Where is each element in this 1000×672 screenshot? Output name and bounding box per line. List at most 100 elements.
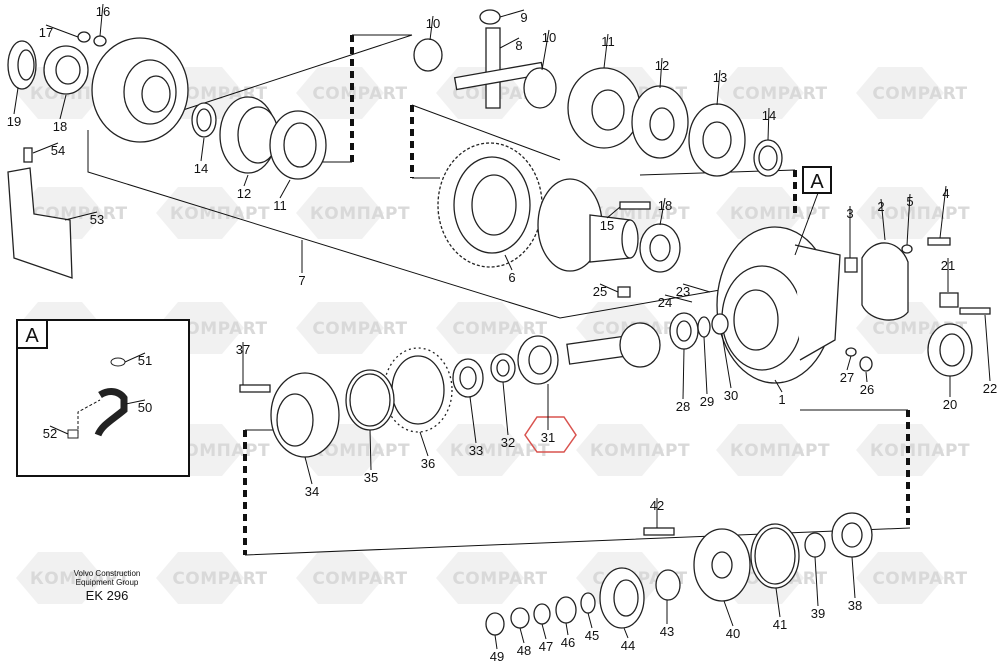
watermark-tile: КОМПАРТ: [156, 187, 270, 239]
callout-number: 23: [676, 284, 690, 299]
part-40-flange: [693, 528, 751, 602]
callout-number: 48: [517, 643, 531, 658]
callout-27: 27: [840, 355, 854, 385]
callout-number: 50: [138, 400, 152, 415]
part-14-ring: [753, 139, 783, 177]
callout-number: 12: [237, 186, 251, 201]
part-2-bearing-cap: [861, 242, 909, 321]
callout-38: 38: [848, 556, 862, 613]
leader-line: [865, 371, 868, 383]
callout-12: 12: [237, 174, 251, 201]
watermark-text: КОМПАРТ: [730, 441, 830, 461]
leader-line: [851, 556, 856, 599]
callout-number: 37: [236, 342, 250, 357]
callout-3: 3: [846, 206, 854, 258]
part-36-gasket: [383, 347, 453, 433]
leader-line: [599, 283, 619, 293]
part-39-washer: [804, 532, 826, 558]
part-32-cup: [490, 353, 516, 383]
callout-number: 13: [713, 70, 727, 85]
leader-line: [939, 185, 947, 239]
caption: Volvo Construction Equipment Group EK 29…: [74, 569, 141, 603]
part-20-adjusting-ring: [927, 323, 973, 377]
leader-line: [721, 333, 732, 389]
callout-53: 53: [64, 211, 104, 227]
part-50-elbow: [94, 388, 128, 437]
callout-46: 46: [561, 622, 575, 650]
callout-21: 21: [941, 258, 955, 292]
leader-line: [125, 399, 146, 405]
part-51-seal: [110, 357, 126, 367]
part-37-bolt: [239, 384, 271, 393]
leader-line: [716, 69, 721, 106]
callout-number: 8: [515, 38, 522, 53]
callout-number: 4: [942, 186, 949, 201]
callout-number: 21: [941, 258, 955, 273]
watermark-tile: КОМПАРТ: [716, 424, 830, 476]
watermark-tile: КОМПАРТ: [856, 187, 970, 239]
callout-10: 10: [426, 15, 440, 41]
part-12-coupling: [219, 96, 279, 174]
callout-number: 46: [561, 635, 575, 650]
callout-18: 18: [658, 197, 672, 226]
callout-number: 53: [90, 212, 104, 227]
watermark-text: COMPART: [172, 319, 267, 339]
callout-number: 18: [53, 119, 67, 134]
part-14-shim: [191, 102, 217, 138]
callout-1: 1: [774, 379, 786, 407]
part-18-bearing: [639, 223, 681, 273]
callout-number: 40: [726, 626, 740, 641]
part-22-bolt: [959, 307, 991, 315]
leader-line: [814, 556, 819, 607]
part-38-bearing: [831, 512, 873, 558]
part-4-bolt: [927, 237, 951, 246]
part-46-bearing: [555, 596, 577, 624]
callout-number: 9: [520, 10, 527, 25]
callout-11: 11: [273, 179, 291, 213]
callout-number: 10: [426, 16, 440, 31]
watermark-text: КОМПАРТ: [590, 441, 690, 461]
watermark-text: КОМПАРТ: [310, 441, 410, 461]
watermark-tile: COMPART: [296, 302, 407, 354]
callout-2: 2: [877, 198, 886, 241]
leader-line: [587, 612, 593, 629]
part-6-crown-wheel: [437, 142, 543, 268]
callout-28: 28: [676, 348, 690, 414]
watermark-tile: COMPART: [436, 552, 547, 604]
callout-number: 33: [469, 443, 483, 458]
leader-line: [984, 314, 991, 382]
leader-line: [659, 57, 663, 89]
callout-number: 52: [43, 426, 57, 441]
leader-line: [541, 29, 550, 71]
part-6-pinion: [566, 322, 661, 368]
watermark-tile: COMPART: [296, 552, 407, 604]
callout-43: 43: [660, 600, 674, 639]
callout-39: 39: [811, 556, 825, 621]
callout-52: 52: [43, 425, 69, 441]
callout-22: 22: [983, 314, 997, 396]
watermark-tile: КОМПАРТ: [716, 187, 830, 239]
caption-code: EK 296: [86, 588, 129, 603]
watermark-tile: COMPART: [436, 302, 547, 354]
leader-line: [565, 622, 569, 636]
callout-42: 42: [650, 498, 664, 528]
watermark-text: COMPART: [452, 569, 547, 589]
part-35-o-ring: [345, 369, 395, 431]
leader-line: [45, 24, 79, 38]
callout-number: 36: [421, 456, 435, 471]
part-11-coupling-sleeve: [269, 110, 327, 180]
leader-line: [499, 9, 525, 18]
callout-number: 5: [906, 194, 913, 209]
callout-12: 12: [655, 57, 669, 89]
part-43-bearing: [655, 569, 681, 601]
leader-line: [419, 431, 429, 457]
callout-32: 32: [501, 381, 515, 450]
part-hub-flange: [91, 37, 189, 143]
watermark-text: COMPART: [872, 569, 967, 589]
callout-number: 27: [840, 370, 854, 385]
callout-54: 54: [32, 142, 65, 158]
part-9-pin-head: [479, 9, 501, 25]
leader-line: [469, 396, 477, 444]
